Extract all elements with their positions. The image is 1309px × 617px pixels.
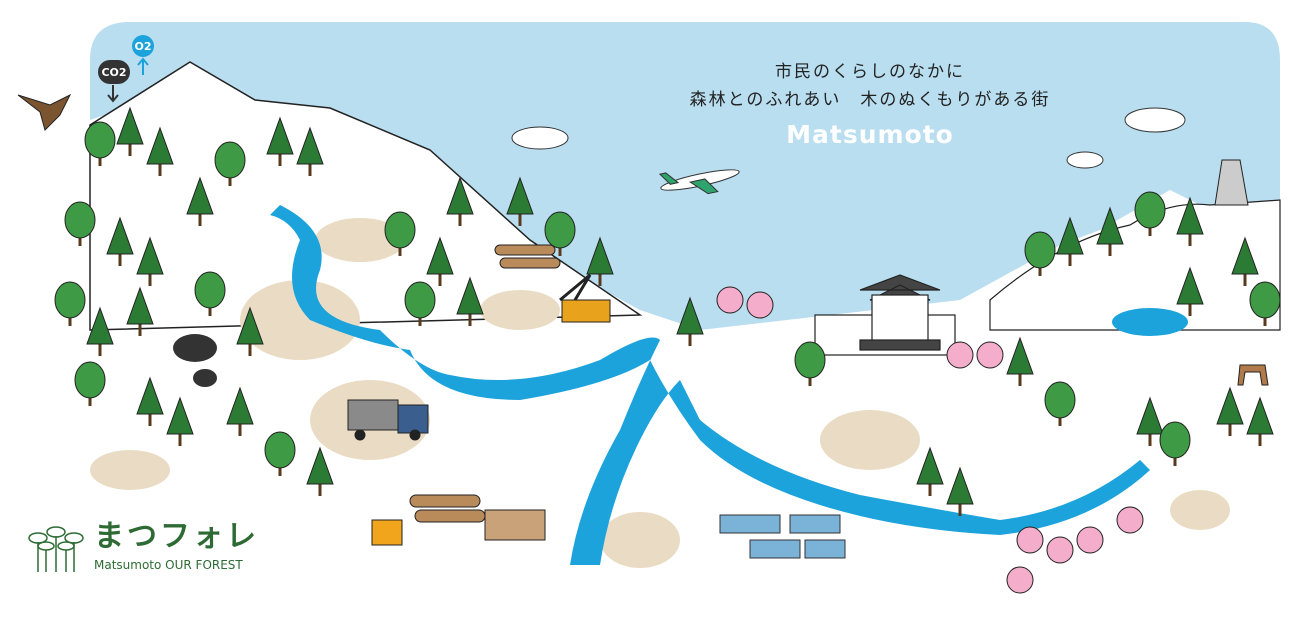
cherry-tree [946,341,974,369]
airplane-icon [658,169,740,195]
o2-bubble: O2 [132,35,154,57]
log-piles [409,244,561,541]
cherry-tree [1016,526,1044,554]
tree [676,296,704,346]
tree [86,306,114,356]
tree [186,176,214,226]
tree [586,236,614,286]
tree [226,386,254,436]
tree [1176,196,1204,246]
tree [404,281,436,326]
headline-line-2: 森林とのふれあい 木のぬくもりがある街 [689,90,1051,110]
logo-subtitle: Matsumoto OUR FOREST [94,558,243,572]
tree [1159,421,1191,466]
tree [1024,231,1056,276]
tree [1056,216,1084,266]
tree [384,211,416,256]
tree [136,236,164,286]
cherry-tree [716,286,744,314]
logo-name: まつフォレ [94,519,259,554]
co2-arrow-icon [107,85,119,103]
excavator [559,273,611,323]
tree [236,306,264,356]
tree [1136,396,1164,446]
sky [90,22,1280,330]
cherry-blossoms [716,286,1144,594]
tree [1176,266,1204,316]
tree [456,276,484,326]
city-name: Matsumoto [786,120,954,149]
monument-tower [1214,159,1249,206]
tree [1006,336,1034,386]
tree [106,216,134,266]
tree [1216,386,1244,436]
tree [544,211,576,256]
tree-logo-icon [28,526,84,572]
cherry-tree [1076,526,1104,554]
logging-truck [347,399,429,441]
tree [1231,236,1259,286]
tree [794,341,826,386]
co2-bubble: CO2 [98,60,130,84]
tree [446,176,474,226]
tree [116,106,144,156]
tree [1134,191,1166,236]
o2-arrow-icon [137,57,149,75]
tree [1096,206,1124,256]
tree [136,376,164,426]
tree [194,271,226,316]
tree [214,141,246,186]
tree [1246,396,1274,446]
cherry-tree [976,341,1004,369]
bears [173,334,217,387]
cherry-tree [746,291,774,319]
tree [166,396,194,446]
tree [74,361,106,406]
tree [264,431,296,476]
tree [916,446,944,496]
eagle-icon [17,93,72,131]
trees [54,106,1281,516]
headline: 市民のくらしのなかに 森林とのふれあい 木のぬくもりがある街 [660,58,1080,114]
tree [266,116,294,166]
logo: まつフォレ Matsumoto OUR FOREST [24,520,259,572]
tree [1249,281,1281,326]
river [270,205,1150,565]
fields [719,514,846,559]
tree [64,201,96,246]
tree [84,121,116,166]
tree [54,281,86,326]
headline-line-1: 市民のくらしのなかに [775,62,965,82]
tree [126,286,154,336]
tree [296,126,324,176]
tree [146,126,174,176]
tree [1044,381,1076,426]
tree [506,176,534,226]
cherry-tree [1006,566,1034,594]
tree [426,236,454,286]
clouds [511,107,1186,169]
deer [1237,364,1269,386]
tree [946,466,974,516]
tree [306,446,334,496]
cherry-tree [1116,506,1144,534]
forklift [371,519,403,546]
matsumoto-castle [814,274,956,356]
pond [1112,308,1188,336]
cherry-tree [1046,536,1074,564]
